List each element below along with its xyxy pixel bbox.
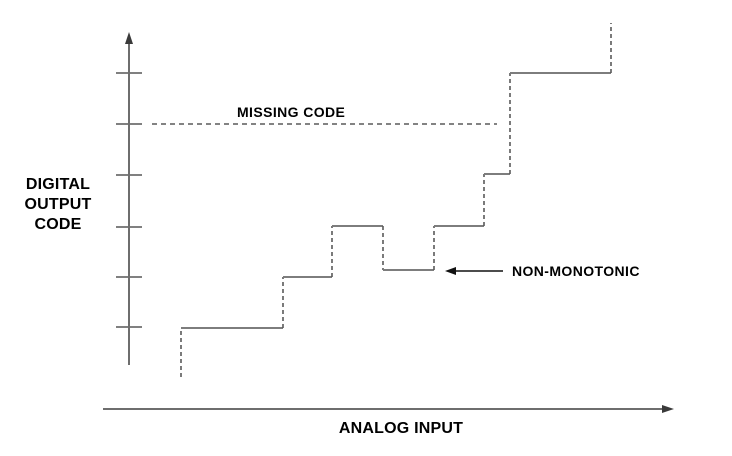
y-axis-label-line-2: OUTPUT — [25, 196, 92, 213]
y-axis-ticks — [116, 72, 142, 328]
non-monotonic-annotation — [445, 267, 503, 275]
non-monotonic-arrowhead-icon — [445, 267, 456, 275]
staircase-steps — [180, 23, 612, 377]
missing-code-label: MISSING CODE — [237, 104, 345, 120]
y-axis-label-line-1: DIGITAL — [26, 176, 90, 193]
y-axis-label-line-3: CODE — [34, 216, 81, 233]
x-axis-arrowhead-icon — [662, 405, 674, 413]
y-axis — [116, 32, 142, 365]
x-axis — [103, 405, 674, 413]
non-monotonic-label: NON-MONOTONIC — [512, 263, 640, 279]
x-axis-label: ANALOG INPUT — [339, 420, 463, 437]
y-axis-arrowhead-icon — [125, 32, 133, 44]
